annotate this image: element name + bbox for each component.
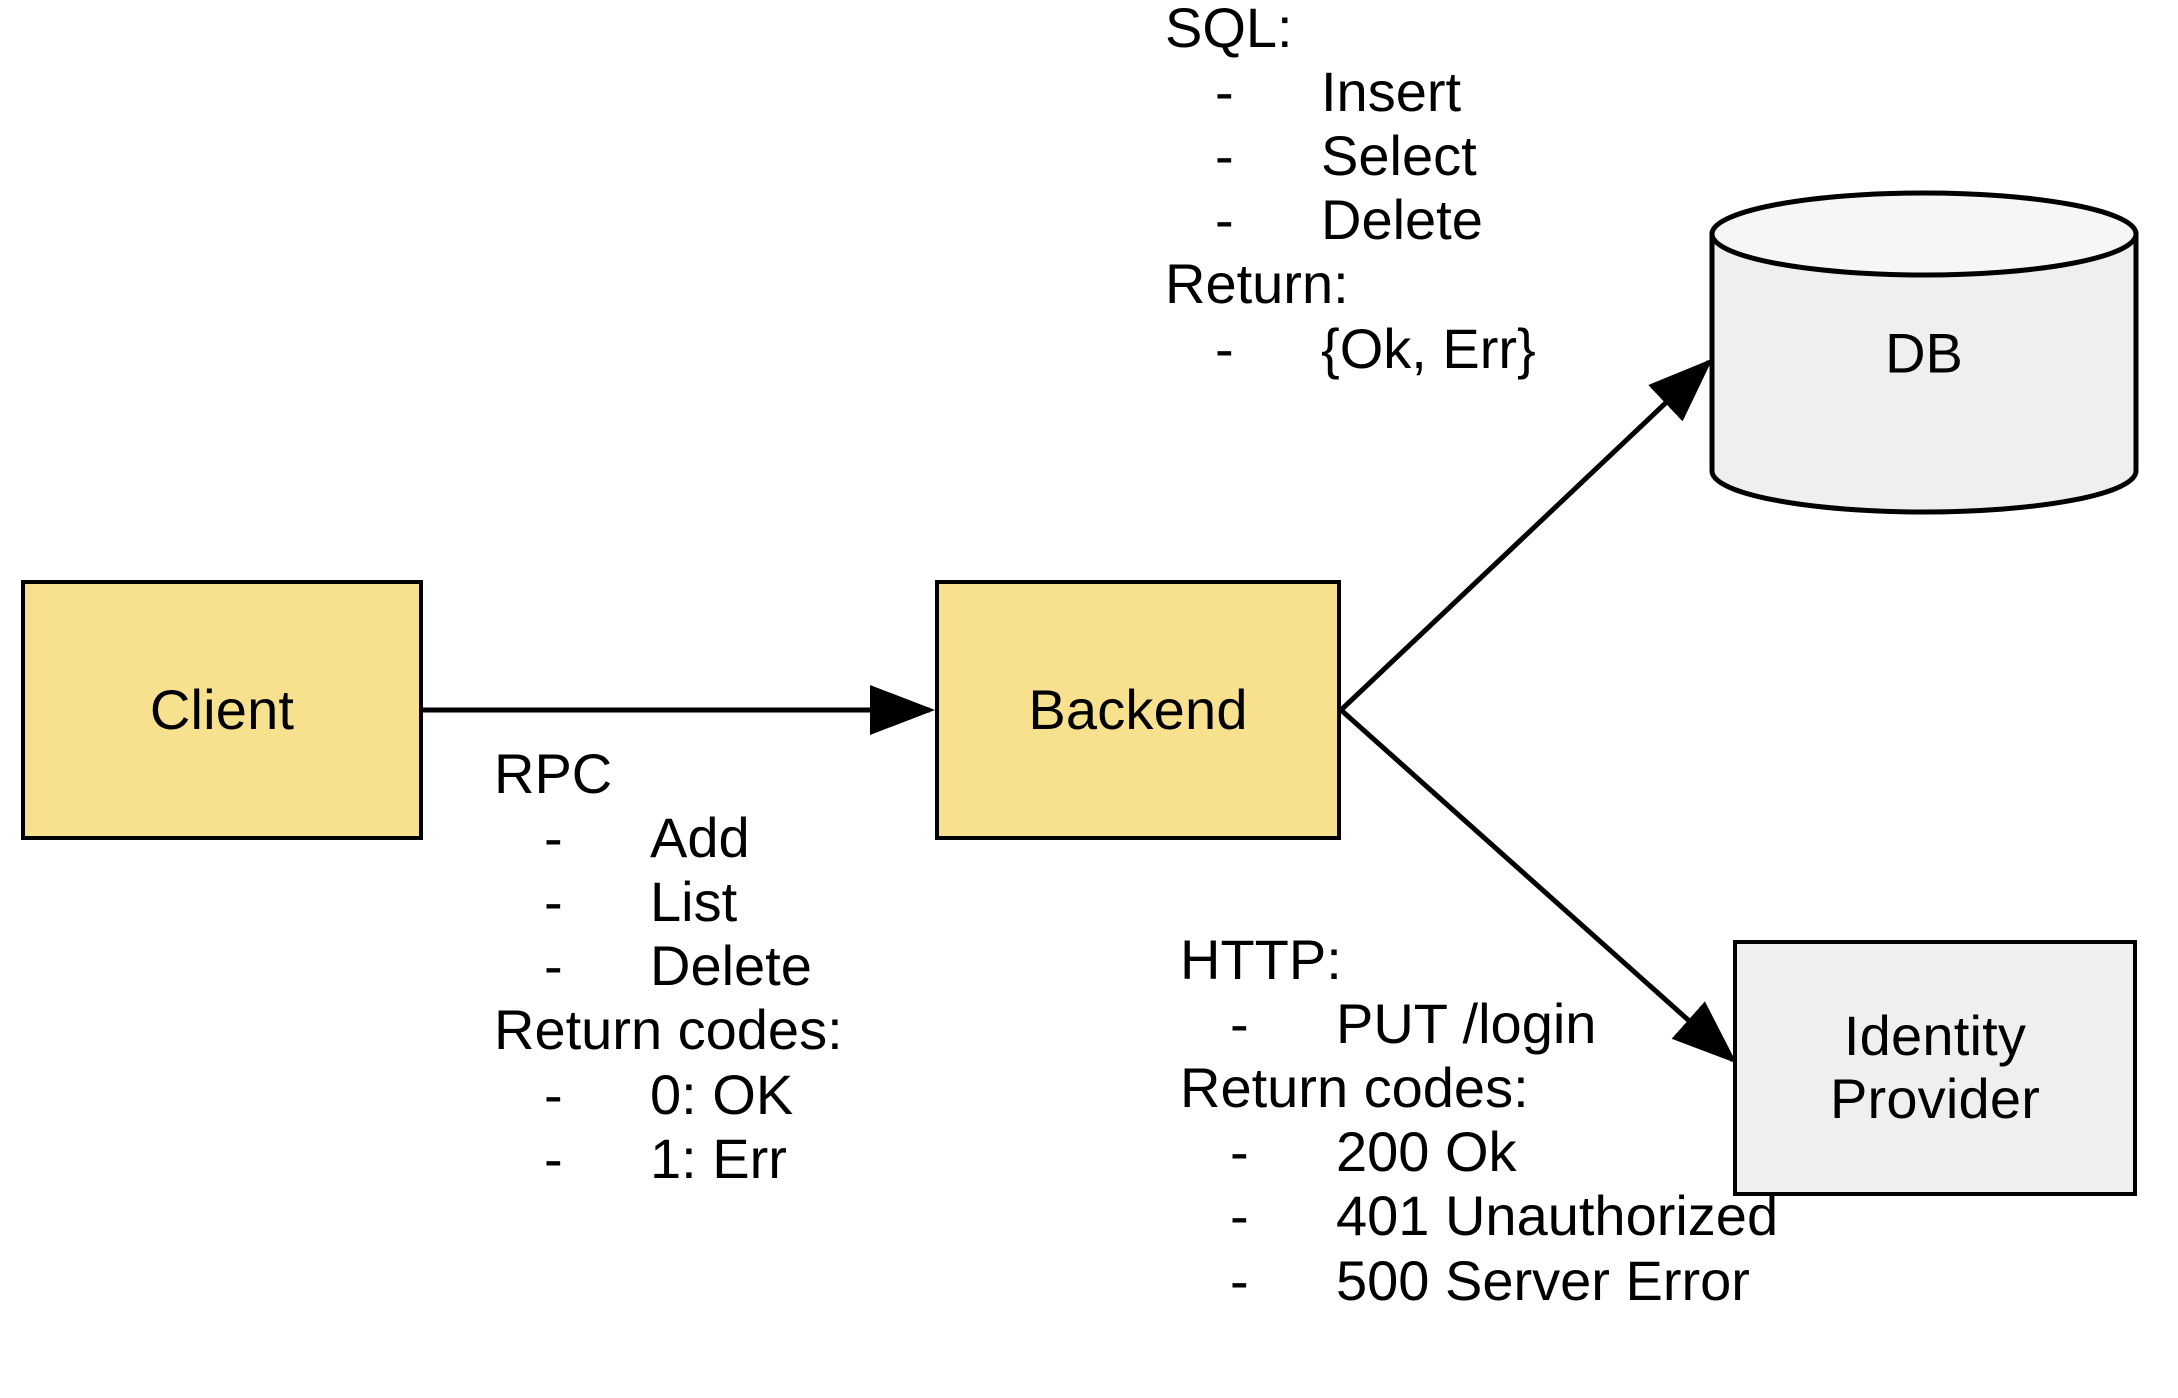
annotation-sql-return: - {Ok, Err} [1165, 317, 1536, 381]
bullet-dash-icon: - [544, 870, 563, 934]
annotation-http: HTTP: - PUT /login Return codes: - 200 O… [1180, 928, 1778, 1313]
annotation-rpc-return: - 1: Err [494, 1127, 843, 1191]
annotation-sql-item: - Delete [1165, 188, 1536, 252]
annotation-sql-item-label: Insert [1321, 60, 1462, 124]
annotation-rpc-item: - Add [494, 806, 843, 870]
node-backend[interactable]: Backend [935, 580, 1341, 840]
annotation-http-subheading: Return codes: [1180, 1056, 1529, 1120]
annotation-http-return: - 500 Server Error [1180, 1249, 1778, 1313]
annotation-sql: SQL: - Insert - Select - Delete Return: … [1165, 0, 1536, 381]
annotation-rpc-item: - Delete [494, 934, 843, 998]
annotation-rpc-return-label: 1: Err [650, 1126, 787, 1190]
db-cylinder-icon [1709, 190, 2139, 515]
bullet-dash-icon: - [1215, 60, 1234, 124]
node-identity-provider-label: Identity Provider [1829, 1004, 2041, 1130]
annotation-http-return: - 401 Unauthorized [1180, 1184, 1778, 1248]
annotation-sql-return-label: {Ok, Err} [1321, 316, 1536, 380]
annotation-sql-item: - Select [1165, 124, 1536, 188]
annotation-http-return: - 200 Ok [1180, 1120, 1778, 1184]
bullet-dash-icon: - [1230, 1248, 1249, 1312]
bullet-dash-icon: - [1230, 1120, 1249, 1184]
annotation-rpc-item: - List [494, 870, 843, 934]
node-backend-label: Backend [1028, 677, 1248, 741]
annotation-sql-item: - Insert [1165, 60, 1536, 124]
annotation-sql-subheading: Return: [1165, 252, 1349, 316]
annotation-sql-item-label: Select [1321, 124, 1477, 188]
bullet-dash-icon: - [1215, 124, 1234, 188]
annotation-http-heading: HTTP: [1180, 928, 1342, 991]
annotation-sql-item-label: Delete [1321, 188, 1483, 252]
bullet-dash-icon: - [1230, 1184, 1249, 1248]
bullet-dash-icon: - [1230, 992, 1249, 1056]
annotation-http-return-label: 500 Server Error [1336, 1248, 1750, 1312]
annotation-rpc-item-label: Delete [650, 934, 812, 998]
bullet-dash-icon: - [1215, 188, 1234, 252]
annotation-rpc-item-label: List [650, 870, 738, 934]
node-db[interactable]: DB [1709, 190, 2139, 515]
annotation-rpc: RPC - Add - List - Delete Return codes: … [494, 742, 843, 1191]
node-identity-provider[interactable]: Identity Provider [1733, 940, 2137, 1196]
bullet-dash-icon: - [544, 806, 563, 870]
annotation-rpc-subheading: Return codes: [494, 998, 843, 1062]
bullet-dash-icon: - [1215, 316, 1234, 380]
node-client[interactable]: Client [21, 580, 423, 840]
annotation-rpc-return: - 0: OK [494, 1063, 843, 1127]
annotation-rpc-heading: RPC [494, 742, 613, 805]
annotation-http-return-label: 401 Unauthorized [1336, 1184, 1779, 1248]
annotation-http-item-label: PUT /login [1336, 992, 1597, 1056]
node-db-label: DB [1885, 321, 1963, 384]
annotation-rpc-item-label: Add [650, 806, 750, 870]
annotation-http-item: - PUT /login [1180, 992, 1778, 1056]
annotation-http-return-label: 200 Ok [1336, 1120, 1517, 1184]
bullet-dash-icon: - [544, 1062, 563, 1126]
annotation-rpc-return-label: 0: OK [650, 1062, 794, 1126]
annotation-sql-heading: SQL: [1165, 0, 1293, 59]
edge-backend-to-db [1339, 358, 1713, 712]
bullet-dash-icon: - [544, 1126, 563, 1190]
bullet-dash-icon: - [544, 934, 563, 998]
node-client-label: Client [149, 677, 295, 741]
